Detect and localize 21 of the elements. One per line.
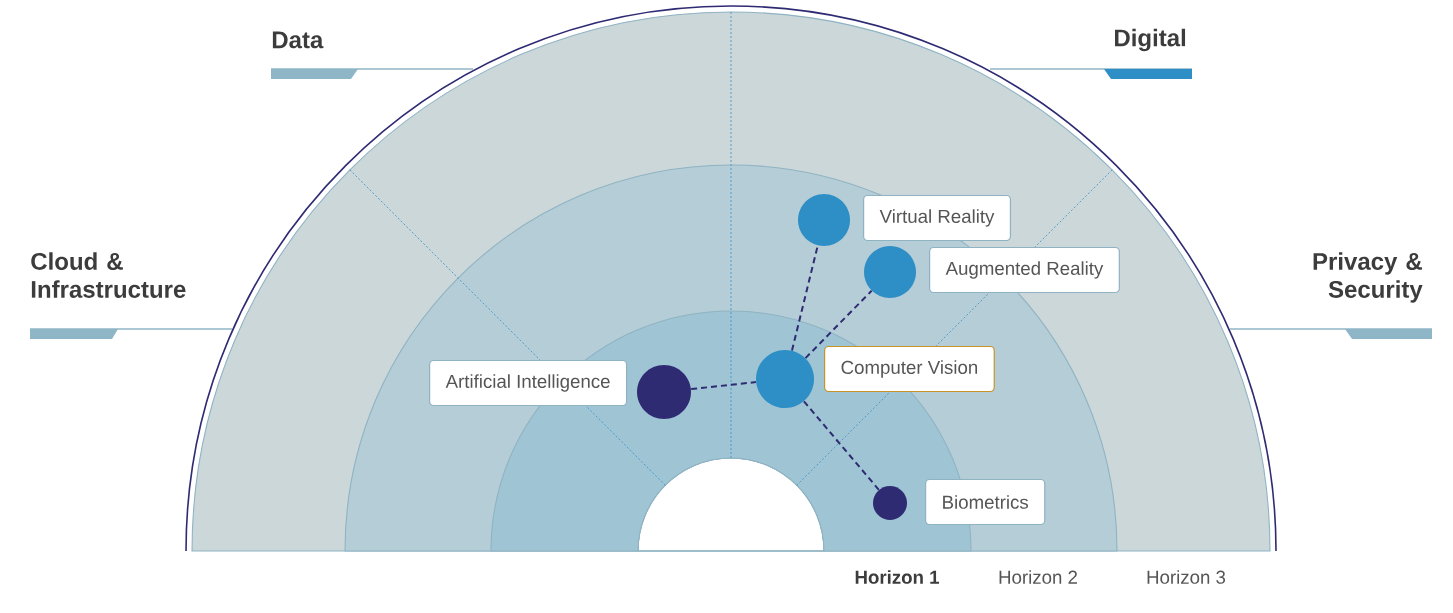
circle-marker — [798, 194, 850, 246]
category-heading: Digital — [1115, 28, 1186, 52]
horizon-label: Horizon 2 — [999, 570, 1077, 584]
category-heading: Cloud & Infrastructure — [31, 252, 186, 298]
label-box: Computer Vision — [824, 345, 995, 393]
connector-line — [804, 289, 873, 360]
category-heading: Data — [272, 31, 324, 49]
horizon-label: Horizon 3 — [1147, 570, 1226, 584]
circle-marker — [873, 486, 907, 520]
category-heading: Privacy & Security — [1313, 252, 1423, 303]
connector-line — [791, 244, 819, 352]
label-box: Artificial Intelligence — [429, 359, 628, 407]
connector-line — [802, 400, 880, 491]
label-box: Augmented Reality — [929, 246, 1120, 294]
connector-line — [690, 381, 757, 391]
horizon-label: Horizon 1 — [855, 570, 939, 584]
circle-marker — [864, 246, 916, 298]
label-box: Biometrics — [925, 478, 1046, 526]
label-box: Virtual Reality — [863, 194, 1011, 242]
circle-marker — [637, 365, 691, 419]
circle-marker — [756, 350, 814, 408]
